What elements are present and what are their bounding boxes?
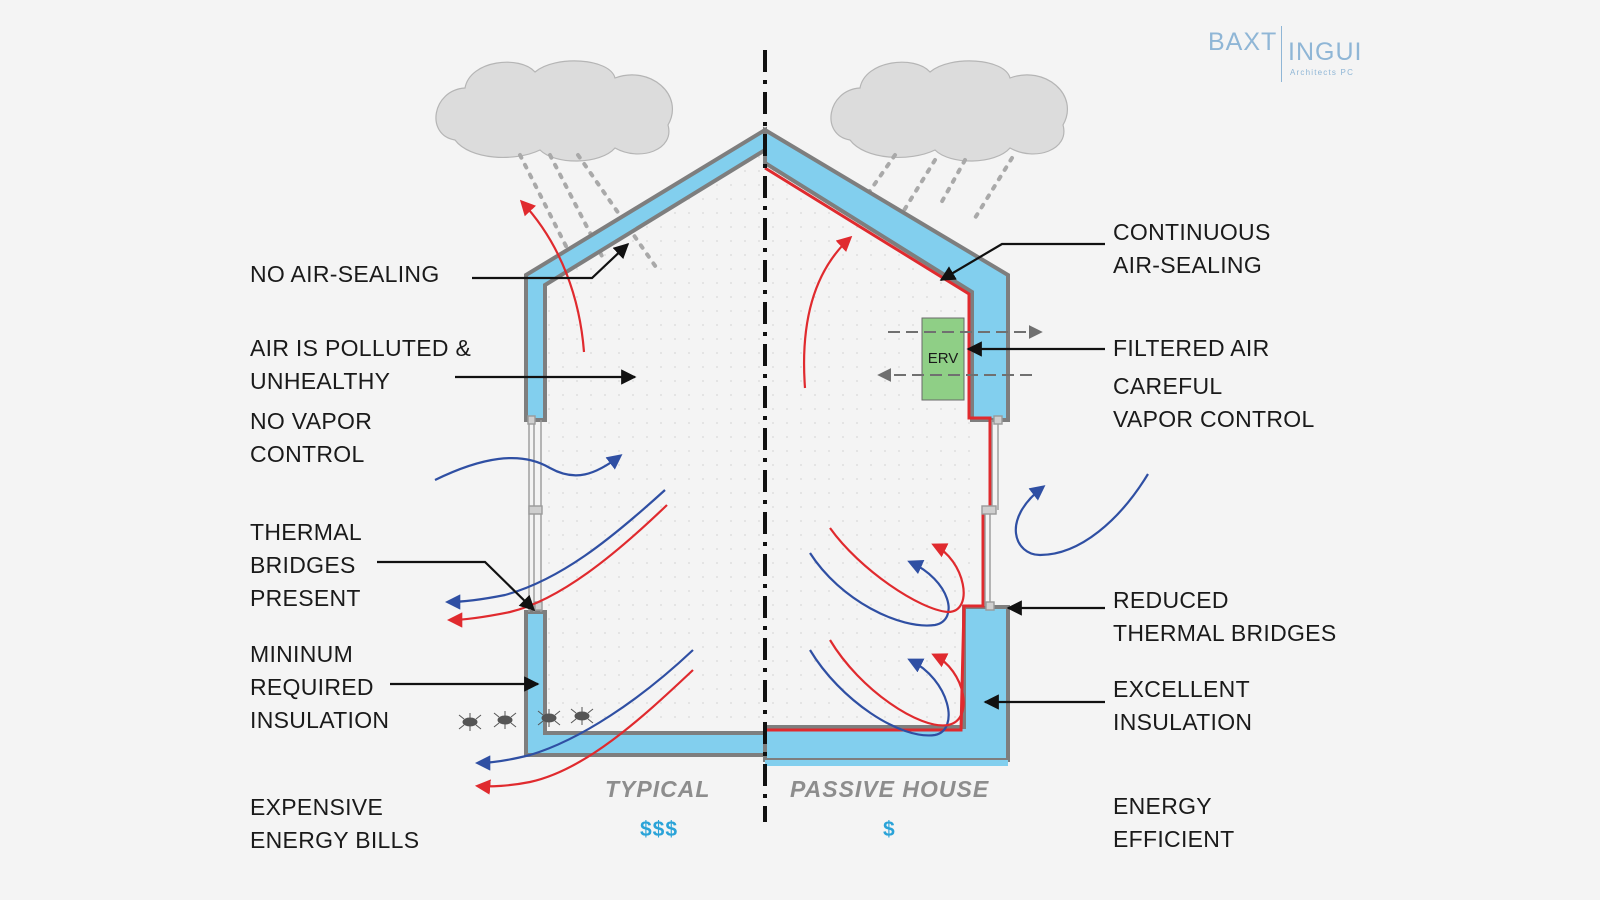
- passive-heat-flow-arrows: [803, 235, 1149, 737]
- label-line: EFFICIENT: [1113, 826, 1235, 852]
- label-energy-efficient: ENERGY EFFICIENT: [1113, 790, 1235, 856]
- label-no-air-sealing: NO AIR-SEALING: [250, 258, 440, 291]
- label-line: MININUM: [250, 641, 354, 667]
- leader-lines: [377, 242, 1105, 710]
- label-filtered-air: FILTERED AIR: [1113, 332, 1270, 365]
- label-continuous-air-sealing: CONTINUOUS AIR-SEALING: [1113, 216, 1271, 282]
- passive-window: [981, 415, 1003, 611]
- cloud-icon: [830, 60, 1069, 162]
- label-minimum-insulation: MININUM REQUIRED INSULATION: [250, 638, 389, 737]
- typical-title: TYPICAL: [605, 776, 711, 802]
- label-line: THERMAL BRIDGES: [1113, 620, 1337, 646]
- label-line: NO AIR-SEALING: [250, 261, 440, 287]
- label-careful-vapor-control: CAREFUL VAPOR CONTROL: [1113, 370, 1315, 436]
- label-line: CONTROL: [250, 441, 365, 467]
- label-no-vapor-control: NO VAPOR CONTROL: [250, 405, 372, 471]
- label-thermal-bridges-present: THERMAL BRIDGES PRESENT: [250, 516, 362, 615]
- typical-cost: $$$: [640, 818, 679, 841]
- label-line: REDUCED: [1113, 587, 1229, 613]
- label-line: ENERGY: [1113, 793, 1212, 819]
- logo-divider: [1281, 26, 1282, 82]
- label-line: THERMAL: [250, 519, 363, 545]
- label-line: INSULATION: [250, 707, 390, 733]
- label-line: FILTERED AIR: [1113, 335, 1270, 361]
- label-line: UNHEALTHY: [250, 368, 391, 394]
- label-line: ENERGY BILLS: [250, 827, 420, 853]
- logo-subtitle: Architects PC: [1290, 68, 1355, 77]
- label-line: EXCELLENT: [1113, 676, 1250, 702]
- logo-word-right: INGUI: [1288, 38, 1363, 66]
- label-line: CAREFUL: [1113, 373, 1223, 399]
- logo-word-left: BAXT: [1208, 28, 1278, 56]
- label-air-polluted: AIR IS POLLUTED & UNHEALTHY: [250, 332, 471, 398]
- label-line: AIR-SEALING: [1113, 252, 1263, 278]
- label-excellent-insulation: EXCELLENT INSULATION: [1113, 673, 1252, 739]
- passive-foundation-insulation: [765, 760, 1008, 766]
- company-logo: BAXT INGUI Architects PC: [1208, 22, 1378, 84]
- label-line: PRESENT: [250, 585, 361, 611]
- bug-icon: [458, 707, 594, 731]
- label-line: CONTINUOUS: [1113, 219, 1271, 245]
- typical-window: [527, 415, 543, 612]
- passive-house-cost: $: [883, 818, 896, 841]
- label-line: REQUIRED: [250, 674, 374, 700]
- label-line: AIR IS POLLUTED &: [250, 335, 472, 361]
- erv-label: ERV: [928, 350, 959, 367]
- label-line: BRIDGES: [250, 552, 356, 578]
- label-expensive-energy-bills: EXPENSIVE ENERGY BILLS: [250, 791, 419, 857]
- label-line: VAPOR CONTROL: [1113, 406, 1315, 432]
- cloud-icon: [435, 60, 674, 162]
- label-line: NO VAPOR: [250, 408, 373, 434]
- label-line: EXPENSIVE: [250, 794, 384, 820]
- passive-wall-insulation: [763, 126, 1010, 422]
- label-reduced-thermal-bridges: REDUCED THERMAL BRIDGES: [1113, 584, 1336, 650]
- house-interior: [537, 145, 981, 728]
- label-line: INSULATION: [1113, 709, 1253, 735]
- passive-house-title: PASSIVE HOUSE: [790, 776, 990, 802]
